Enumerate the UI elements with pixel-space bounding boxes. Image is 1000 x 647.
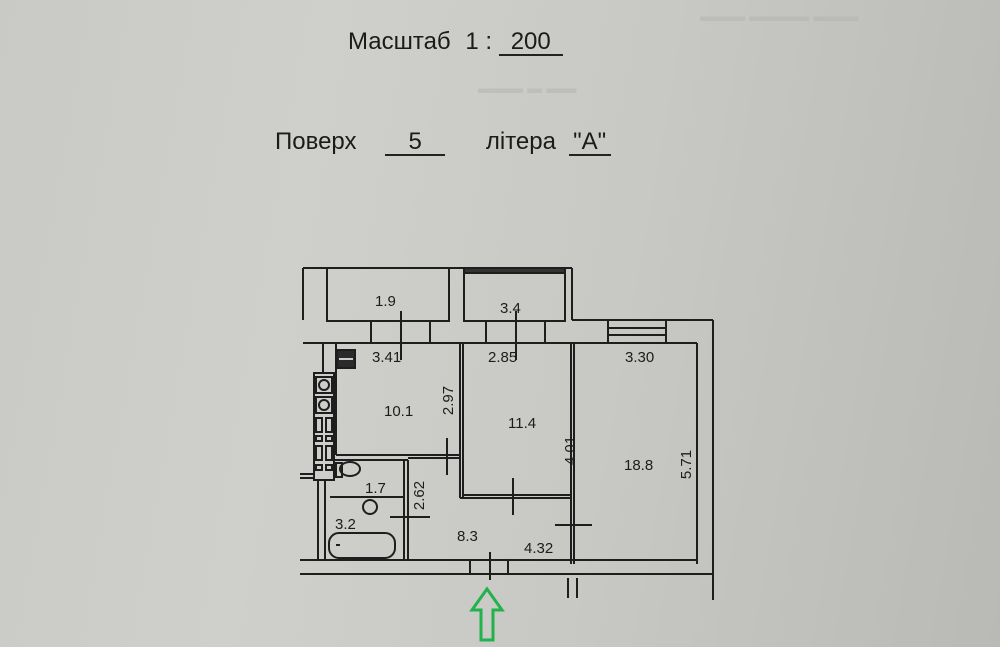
room-small-width: 2.85 <box>488 349 518 366</box>
room-large-depth: 5.71 <box>678 449 696 480</box>
letter-label: літера <box>485 128 556 155</box>
floor-value: 5 <box>385 130 446 156</box>
scale-line: Масштаб 1 : 200 <box>348 28 563 56</box>
hallway-width: 4.32 <box>524 540 554 557</box>
room-large-width: 3.30 <box>625 349 655 366</box>
floor-line: Поверх 5 літера "А" <box>275 128 611 156</box>
floor-label: Поверх <box>275 128 357 155</box>
room-large-area: 18.8 <box>624 457 654 474</box>
kitchen-area: 10.1 <box>384 403 414 420</box>
hallway-depth: 2.62 <box>411 480 429 511</box>
balcony-left-area: 1.9 <box>375 293 396 310</box>
bleed-through-text: ▬▬▬ ▬▬▬▬ ▬▬▬ <box>700 8 859 25</box>
kitchen-width: 3.41 <box>372 349 402 366</box>
toilet-area: 1.7 <box>365 480 386 497</box>
scale-prefix: 1 : <box>465 28 493 55</box>
bleed-through-text: ▬▬▬ ▬ ▬▬ <box>478 80 577 97</box>
scale-value: 200 <box>498 30 563 56</box>
entrance-arrow-icon <box>469 586 505 642</box>
kitchen-depth: 2.97 <box>440 385 458 416</box>
balcony-right-area: 3.4 <box>500 300 521 317</box>
room-small-area: 11.4 <box>508 415 537 432</box>
bathroom-area: 3.2 <box>335 516 356 533</box>
scale-label: Масштаб <box>348 28 451 55</box>
room-small-depth: 4.01 <box>562 435 580 466</box>
letter-value: "А" <box>568 130 611 156</box>
hallway-area: 8.3 <box>457 528 478 545</box>
